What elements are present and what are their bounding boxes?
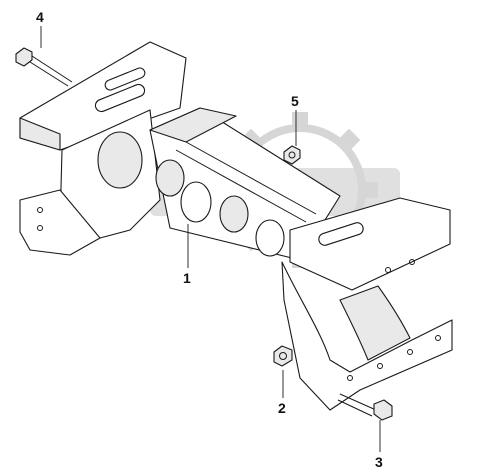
- callout-1: 1: [183, 270, 191, 286]
- beam-hole-3: [219, 195, 249, 233]
- leader-lines: [40, 26, 381, 452]
- top-bracket-slot-2: [104, 67, 146, 91]
- callout-3: 3: [375, 454, 383, 470]
- callout-4: 4: [36, 9, 44, 25]
- top-bracket-edge: [19, 117, 61, 151]
- beam-hole-1: [155, 159, 185, 197]
- nut-part-5: [283, 145, 301, 165]
- left-lower-foot: [19, 189, 101, 256]
- left-bracket-hole: [97, 131, 143, 189]
- bolt-part-4: [15, 47, 73, 87]
- right-bracket-plate: [289, 197, 451, 291]
- crossmember-assembly: [19, 41, 453, 411]
- beam-hole-2: [180, 181, 212, 223]
- beam-hole-4: [255, 219, 285, 257]
- top-bracket-slot-1: [94, 83, 146, 113]
- nut-part-2: [273, 345, 293, 367]
- lower-right-leg: [281, 261, 453, 411]
- central-beam-top: [149, 107, 237, 143]
- bolt-part-3: [337, 393, 393, 421]
- lower-right-inner: [339, 285, 411, 361]
- callout-5: 5: [291, 93, 299, 109]
- right-bracket-slot: [318, 222, 364, 246]
- callout-2: 2: [278, 400, 286, 416]
